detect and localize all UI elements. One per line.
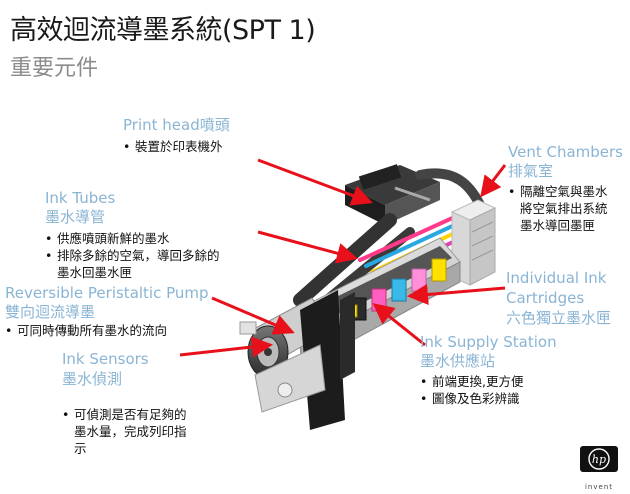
slide-subtitle: 重要元件 (10, 56, 99, 81)
pump-bullets: •可同時傳動所有墨水的流向 (5, 323, 168, 338)
pump-label-zh: 雙向迴流導墨 (5, 303, 96, 321)
vent-label: Vent Chambers (508, 143, 623, 161)
supply-bullets: •前端更換,更方便 •圖像及色彩辨識 (420, 374, 524, 406)
sensors-bullets: •可偵測是否有足夠的 墨水量，完成列印指 示 (62, 407, 187, 456)
supply-label-zh: 墨水供應站 (420, 352, 496, 370)
ink-tubes-label: Ink Tubes (45, 189, 116, 207)
hp-logo-mark: hp (580, 446, 618, 472)
supply-label: Ink Supply Station (420, 333, 557, 351)
cartridges-label-zh: 六色獨立墨水匣 (506, 309, 612, 327)
hp-logo: hp invent (580, 446, 618, 491)
sensors-label-zh: 墨水偵測 (62, 370, 123, 388)
printhead-bullets: •裝置於印表機外 (123, 139, 223, 154)
svg-text:hp: hp (592, 453, 606, 466)
ink-tubes-label-zh: 墨水導管 (45, 208, 106, 226)
cartridges-label: Individual Ink (506, 269, 607, 287)
callout-arrows (179, 158, 507, 358)
pump-label: Reversible Peristaltic Pump (5, 284, 209, 302)
printhead-label: Print head噴頭 (123, 116, 230, 134)
pump-part (239, 290, 355, 430)
vent-label-zh: 排氣室 (508, 162, 554, 180)
slide-title: 高效迴流導墨系統(SPT 1) (10, 15, 316, 46)
hp-logo-tagline: invent (584, 483, 613, 491)
sensors-label: Ink Sensors (62, 350, 149, 368)
vent-bullets: •隔離空氣與墨水 將空氣排出系統 墨水導回墨匣 (508, 184, 608, 233)
ink-tubes-bullets: •供應噴頭新鮮的墨水 •排除多餘的空氣，導回多餘的 墨水回墨水匣 (45, 231, 220, 280)
cartridges-label-2: Cartridges (506, 289, 585, 307)
